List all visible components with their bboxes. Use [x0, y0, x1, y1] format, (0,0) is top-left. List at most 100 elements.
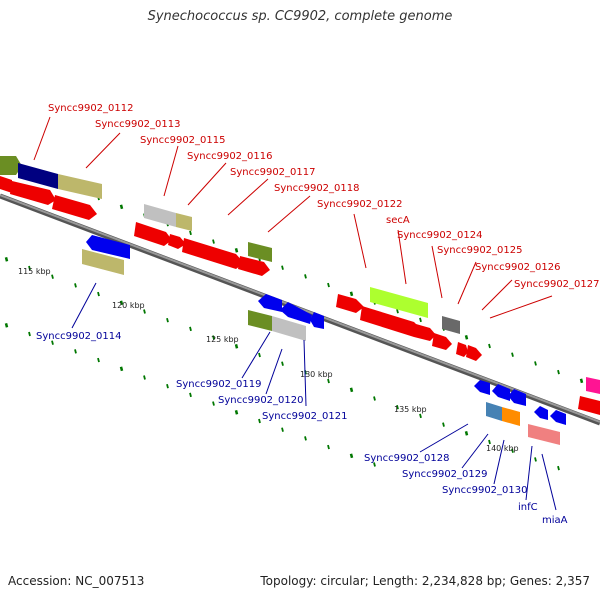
gene-label[interactable]: secA	[386, 215, 410, 226]
tick-mark	[534, 457, 537, 462]
tick-mark	[74, 283, 77, 288]
scale-label-130: 130 kbp	[300, 370, 333, 379]
scale-label-115: 115 kbp	[18, 267, 51, 276]
map-title: Synechococcus sp. CC9902, complete genom…	[147, 9, 453, 24]
tick-mark	[373, 462, 376, 467]
gene-block[interactable]	[176, 213, 192, 231]
gene-arrow[interactable]	[52, 195, 97, 220]
gene-arrow[interactable]	[360, 306, 422, 337]
gene-block[interactable]	[486, 402, 502, 421]
tick-mark	[234, 247, 239, 253]
tick-mark	[557, 465, 560, 471]
gene-arrow[interactable]	[456, 342, 468, 357]
gene-arrow[interactable]	[168, 234, 186, 249]
gene-features	[0, 156, 600, 445]
tick-mark	[304, 436, 307, 441]
gene-block[interactable]	[502, 407, 520, 426]
tick-mark	[258, 352, 261, 358]
tick-mark	[349, 291, 354, 297]
gene-arrow[interactable]	[578, 396, 600, 415]
gene-arrow[interactable]	[492, 384, 510, 401]
gene-block[interactable]	[248, 242, 272, 262]
tick-mark	[349, 453, 354, 459]
tick-mark	[488, 439, 491, 445]
gene-block[interactable]	[370, 287, 428, 318]
tick-mark	[396, 404, 399, 410]
tick-mark	[97, 291, 100, 297]
tick-mark	[51, 340, 54, 345]
gene-label[interactable]: Syncc9902_0113	[95, 119, 181, 130]
gene-block[interactable]	[442, 316, 460, 334]
gene-label[interactable]: Syncc9902_0124	[397, 230, 483, 241]
genome-stats-text: Topology: circular; Length: 2,234,828 bp…	[260, 574, 590, 588]
scale-label-125: 125 kbp	[206, 335, 239, 344]
gene-arrow[interactable]	[310, 312, 324, 329]
tick-mark	[442, 422, 445, 427]
gene-arrow[interactable]	[414, 324, 436, 341]
gene-label[interactable]: Syncc9902_0122	[317, 199, 403, 210]
gene-label[interactable]: Syncc9902_0119	[176, 379, 262, 390]
gene-block[interactable]	[586, 377, 600, 394]
accession-text: Accession: NC_007513	[8, 574, 145, 588]
tick-mark	[212, 401, 215, 406]
tick-mark	[119, 300, 124, 306]
top-leader-lines	[33, 116, 553, 319]
gene-block[interactable]	[0, 156, 22, 175]
tick-mark	[143, 309, 146, 314]
gene-label[interactable]: Syncc9902_0117	[230, 167, 316, 178]
gene-label[interactable]: infC	[518, 502, 538, 513]
gene-block[interactable]	[248, 310, 272, 331]
gene-block[interactable]	[82, 249, 124, 275]
gene-label[interactable]: Syncc9902_0115	[140, 135, 226, 146]
tick-mark	[534, 361, 537, 366]
gene-label[interactable]: Syncc9902_0129	[402, 469, 488, 480]
tick-mark	[304, 274, 307, 279]
gene-label[interactable]: Syncc9902_0114	[36, 331, 122, 342]
gene-block[interactable]	[544, 428, 560, 445]
tick-mark	[419, 317, 422, 323]
gene-arrow[interactable]	[10, 181, 56, 205]
tick-mark	[511, 448, 514, 453]
gene-label[interactable]: Syncc9902_0127	[514, 279, 600, 290]
scale-label-120: 120 kbp	[112, 301, 145, 310]
gene-arrow[interactable]	[0, 176, 12, 193]
gene-block[interactable]	[18, 163, 58, 189]
gene-arrow[interactable]	[86, 235, 130, 259]
gene-arrow[interactable]	[474, 380, 490, 395]
gene-block[interactable]	[528, 424, 544, 441]
tick-mark	[189, 392, 192, 398]
gene-block[interactable]	[272, 316, 306, 341]
gene-arrow[interactable]	[432, 333, 452, 350]
gene-label[interactable]: Syncc9902_0120	[218, 395, 304, 406]
gene-label[interactable]: Syncc9902_0118	[274, 183, 360, 194]
gene-arrow[interactable]	[134, 222, 172, 246]
gene-label[interactable]: Syncc9902_0125	[437, 245, 523, 256]
gene-arrow[interactable]	[508, 389, 526, 406]
tick-mark	[349, 387, 354, 393]
gene-arrow[interactable]	[550, 410, 566, 425]
gene-label[interactable]: Syncc9902_0112	[48, 103, 134, 114]
scale-labels: 115 kbp 120 kbp 125 kbp 130 kbp 135 kbp …	[18, 267, 519, 453]
tick-mark	[166, 383, 169, 389]
gene-label[interactable]: miaA	[542, 515, 568, 526]
gene-arrow[interactable]	[238, 256, 270, 276]
gene-label[interactable]: Syncc9902_0126	[475, 262, 561, 273]
gene-arrow[interactable]	[336, 294, 364, 313]
tick-mark	[28, 265, 31, 271]
tick-mark	[97, 357, 100, 363]
gene-arrow[interactable]	[258, 294, 282, 312]
gene-block[interactable]	[144, 204, 176, 227]
gene-label[interactable]: Syncc9902_0130	[442, 485, 528, 496]
gene-label[interactable]: Syncc9902_0121	[262, 411, 348, 422]
gene-arrow[interactable]	[182, 238, 244, 269]
gene-arrow[interactable]	[534, 406, 548, 420]
gene-label[interactable]: Syncc9902_0128	[364, 453, 450, 464]
gene-arrow[interactable]	[466, 345, 482, 361]
tick-mark	[327, 378, 330, 384]
gene-arrow[interactable]	[280, 302, 312, 324]
tick-mark	[281, 427, 284, 432]
tick-mark	[4, 322, 9, 328]
gene-label[interactable]: Syncc9902_0116	[187, 151, 273, 162]
gene-block[interactable]	[58, 174, 102, 199]
